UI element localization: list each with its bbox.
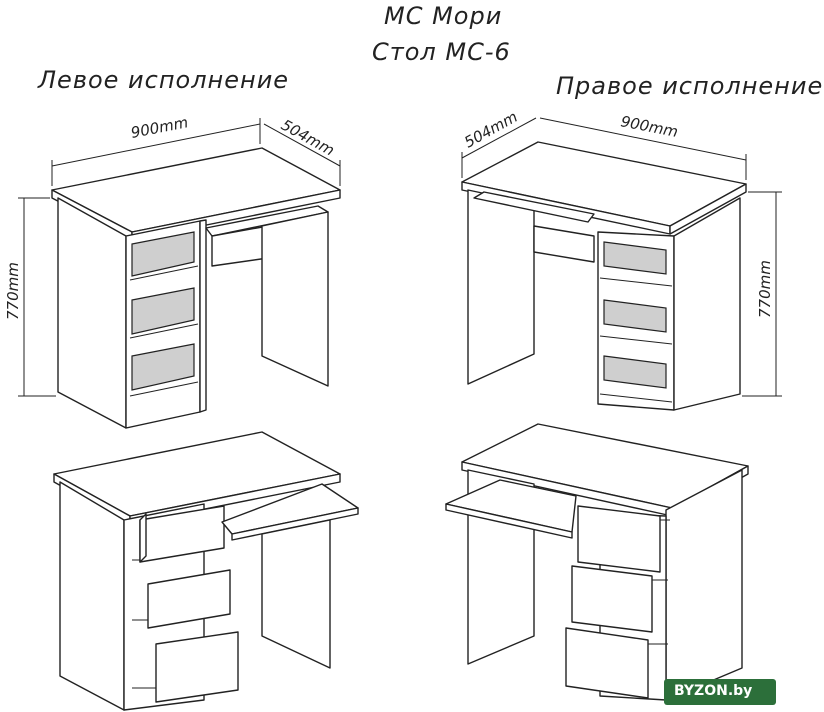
brand-line: МС Мори — [384, 2, 503, 30]
dim-depth-top-left: 504mm — [278, 116, 337, 160]
desk-left-open — [53, 431, 359, 711]
desk-right-closed: 504mm 900mm 770mm — [461, 108, 782, 411]
desk-left-closed: 900mm 504mm 770mm — [4, 113, 341, 429]
dim-width-top-left: 900mm — [129, 113, 189, 142]
watermark-badge: BYZON.by — [664, 679, 776, 705]
dim-height-top-left: 770mm — [4, 262, 22, 320]
dim-height-top-right: 770mm — [756, 260, 774, 318]
product-line: Стол МС-6 — [372, 38, 511, 66]
left-variant-label: Левое исполнение — [38, 66, 290, 94]
watermark-text: BYZON.by — [674, 683, 753, 699]
dim-depth-top-right: 504mm — [461, 108, 520, 152]
desk-right-open — [445, 423, 749, 701]
dim-width-top-right: 900mm — [619, 112, 679, 141]
right-variant-label: Правое исполнение — [556, 72, 824, 100]
